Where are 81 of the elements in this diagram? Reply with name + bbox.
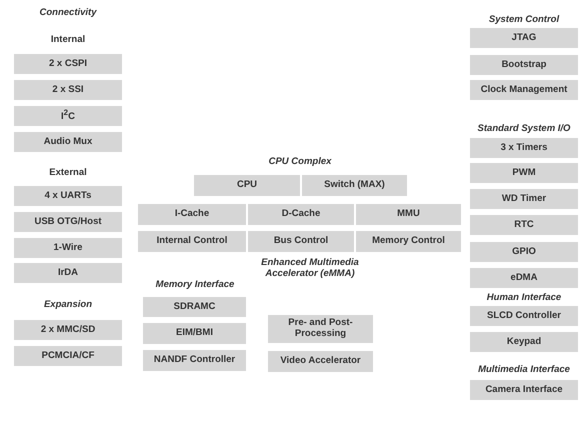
section-heading: Internal bbox=[50, 35, 86, 46]
block-label: 2 x MMC/SD bbox=[40, 324, 96, 336]
block-box bbox=[138, 231, 246, 252]
block-label: Camera Interface bbox=[485, 384, 563, 396]
section-heading: External bbox=[48, 168, 88, 179]
block-box bbox=[14, 80, 122, 100]
block-box bbox=[470, 138, 578, 158]
block-box bbox=[248, 231, 354, 252]
block-label: I$^{2}$C bbox=[61, 108, 75, 124]
block-box bbox=[470, 189, 578, 209]
block-label: Audio Mux bbox=[44, 136, 92, 148]
block-box bbox=[470, 55, 578, 75]
block-box bbox=[470, 28, 578, 48]
block-box bbox=[143, 323, 246, 344]
block-box bbox=[14, 238, 122, 258]
block-box bbox=[14, 54, 122, 74]
block-label: Clock Management bbox=[480, 84, 568, 96]
block-box bbox=[268, 315, 373, 343]
block-box bbox=[143, 297, 246, 317]
block-label: Bus Control bbox=[274, 236, 328, 247]
section-heading: Multimedia Interface bbox=[477, 365, 571, 376]
block-box bbox=[356, 231, 461, 252]
section-heading: Enhanced Multimedia Accelerator (eMMA) bbox=[260, 258, 360, 280]
block-box bbox=[14, 106, 122, 126]
section-heading: Standard System I/O bbox=[476, 124, 572, 135]
block-box bbox=[470, 380, 578, 400]
block-label: PWM bbox=[512, 168, 536, 178]
block-box bbox=[138, 204, 246, 225]
block-label: IrDA bbox=[58, 268, 78, 278]
block-box bbox=[194, 175, 300, 196]
block-label: 4 x UARTs bbox=[44, 190, 92, 202]
block-label: 2 x SSI bbox=[52, 84, 84, 96]
block-label: NANDF Controller bbox=[154, 355, 236, 366]
section-heading: Expansion bbox=[42, 300, 94, 311]
block-box bbox=[470, 332, 578, 352]
block-box bbox=[14, 320, 122, 340]
block-box bbox=[470, 163, 578, 183]
block-label: 1-Wire bbox=[54, 242, 82, 254]
block-box bbox=[302, 175, 407, 196]
block-box bbox=[14, 346, 122, 366]
block-box bbox=[248, 204, 354, 225]
block-label: Keypad bbox=[506, 336, 542, 348]
block-label: D-Cache bbox=[282, 209, 320, 220]
block-box bbox=[14, 186, 122, 206]
block-label: 2 x CSPI bbox=[48, 58, 88, 70]
block-box bbox=[470, 242, 578, 262]
block-box bbox=[356, 204, 461, 225]
block-label: PCMCIA/CF bbox=[42, 350, 94, 362]
block-box bbox=[14, 132, 122, 152]
block-label: I-Cache bbox=[174, 209, 210, 220]
section-heading: System Control bbox=[488, 15, 560, 26]
block-label: Internal Control bbox=[156, 236, 228, 247]
block-box bbox=[14, 263, 122, 283]
block-label: Memory Control bbox=[372, 236, 445, 247]
block-label: JTAG bbox=[512, 32, 536, 44]
block-label: Video Accelerator bbox=[280, 356, 361, 367]
block-label: eDMA bbox=[510, 272, 538, 284]
block-label: GPIO bbox=[512, 246, 536, 258]
block-box bbox=[143, 350, 246, 371]
block-box bbox=[14, 212, 122, 232]
block-label: Bootstrap bbox=[502, 60, 546, 70]
block-label: CPU bbox=[236, 180, 258, 191]
block-label: SLCD Controller bbox=[487, 310, 561, 322]
block-box bbox=[268, 351, 373, 372]
block-label: Pre- and Post-Processing bbox=[287, 318, 354, 340]
block-label: 3 x Timers bbox=[500, 142, 548, 154]
block-label: Switch (MAX) bbox=[324, 180, 385, 191]
block-label: MMU bbox=[397, 209, 420, 220]
section-heading: CPU Complex bbox=[268, 157, 332, 168]
block-box bbox=[470, 215, 578, 235]
section-heading: Memory Interface bbox=[154, 280, 236, 291]
block-label: SDRAMC bbox=[174, 302, 216, 312]
block-box bbox=[470, 268, 578, 288]
block-label: USB OTG/Host bbox=[34, 216, 102, 228]
block-label: RTC bbox=[514, 220, 534, 230]
block-box bbox=[470, 80, 578, 100]
section-heading: Human Interface bbox=[486, 293, 562, 304]
section-heading: Connectivity bbox=[38, 8, 98, 19]
block-box bbox=[470, 306, 578, 326]
block-label: EIM/BMI bbox=[176, 328, 213, 339]
block-label: WD Timer bbox=[502, 194, 546, 204]
